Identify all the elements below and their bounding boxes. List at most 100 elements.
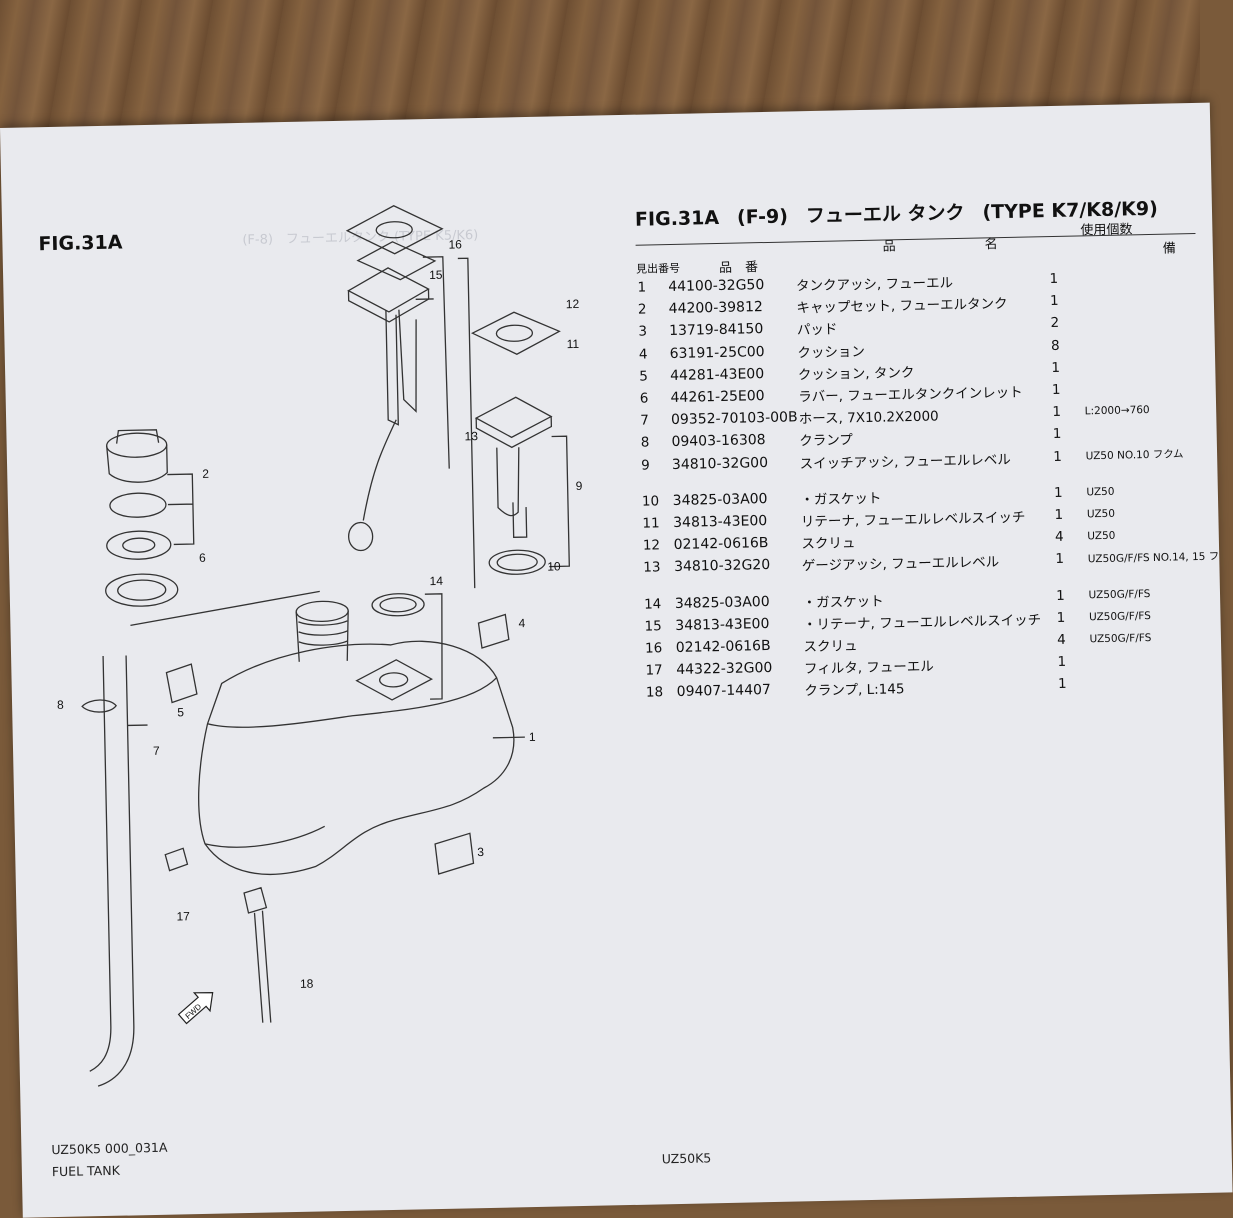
label-7: 7	[153, 744, 160, 758]
label-18: 18	[300, 977, 314, 991]
label-1: 1	[529, 730, 536, 744]
cell-no: 2	[637, 301, 647, 318]
label-11: 11	[567, 337, 580, 351]
cell-remark: UZ50	[1087, 529, 1116, 543]
cell-part: 34813-43E00	[673, 512, 768, 531]
cell-qty: 4	[1056, 631, 1066, 648]
footer-model: UZ50K5	[661, 1150, 712, 1167]
cell-name: ・ガスケット	[800, 490, 882, 509]
cell-remark	[1084, 376, 1216, 401]
cell-qty: 1	[1049, 270, 1059, 288]
cell-remark: UZ50	[1086, 485, 1115, 499]
cell-qty: 1	[1052, 404, 1062, 421]
cell-part: 02142-0616B	[675, 637, 771, 656]
cell-no: 9	[641, 457, 650, 474]
cell-remark: L:2000→760	[1084, 404, 1150, 418]
cell-remark	[1090, 648, 1222, 673]
cell-qty: 1	[1054, 506, 1064, 523]
label-9: 9	[575, 479, 582, 493]
cell-part: 34813-43E00	[675, 615, 770, 634]
cell-part: 09352-70103-00B	[670, 409, 798, 429]
cell-part: 44322-32G00	[676, 660, 773, 679]
label-5: 5	[177, 705, 184, 719]
cell-remark	[1084, 353, 1216, 378]
label-3: 3	[477, 845, 484, 859]
cell-remark: UZ50G/F/FS	[1089, 631, 1152, 646]
cell-qty: 1	[1053, 484, 1063, 501]
cell-remark: UZ50G/F/FS	[1088, 587, 1151, 601]
label-8: 8	[57, 698, 64, 712]
label-10: 10	[547, 559, 561, 573]
cell-remark	[1083, 309, 1215, 334]
cell-qty: 1	[1049, 293, 1059, 310]
header-remarks: 備	[1162, 241, 1176, 257]
cell-no: 1	[637, 279, 647, 296]
cell-name: クランプ, L:145	[804, 681, 905, 700]
cell-qty: 8	[1050, 337, 1060, 354]
cell-no: 4	[638, 346, 648, 363]
fuel-tank-shape	[198, 640, 515, 876]
cell-no: 17	[645, 662, 663, 679]
cell-qty: 1	[1055, 551, 1065, 568]
header-ref-no: 見出番号	[635, 261, 681, 276]
cell-part: 34810-32G20	[673, 557, 771, 576]
cell-no: 3	[638, 323, 648, 341]
label-13: 13	[464, 429, 478, 443]
cell-qty: 2	[1050, 315, 1060, 332]
label-12: 12	[566, 297, 580, 311]
cell-remark	[1090, 670, 1222, 695]
cell-no: 14	[643, 595, 662, 613]
cell-no: 8	[640, 434, 650, 452]
cell-no: 10	[641, 493, 660, 510]
cell-qty: 1	[1056, 609, 1066, 626]
cell-remark	[1083, 331, 1215, 356]
cell-qty: 1	[1053, 448, 1063, 465]
cell-part: 34825-03A00	[674, 593, 770, 612]
cell-part: 09407-14407	[676, 682, 772, 701]
forward-arrow-icon	[177, 992, 214, 1025]
label-14: 14	[429, 574, 443, 588]
manual-page: FIG.31A (F-8) フューエルタンク (TYPE K5/K6)	[0, 102, 1233, 1218]
cell-qty: 1	[1052, 426, 1062, 443]
cell-part: 13719-84150	[669, 321, 764, 340]
label-6: 6	[199, 551, 206, 565]
cell-no: 15	[644, 617, 662, 635]
fuel-tank-exploded-diagram: 16 15 12 11 13 9 10 14 2 6 4 5 8 7 1 3 1…	[57, 205, 583, 1087]
cell-qty: 1	[1057, 653, 1067, 671]
footer-code: UZ50K5 000_031A	[51, 1139, 168, 1158]
cell-no: 16	[644, 640, 663, 657]
cell-part: 63191-25C00	[669, 343, 765, 362]
cell-part: 09403-16308	[671, 432, 766, 451]
cell-remark: UZ50 NO.10 フクム	[1085, 448, 1184, 463]
label-2: 2	[202, 467, 209, 481]
cell-no: 11	[642, 515, 660, 532]
cell-name: ・ガスケット	[802, 593, 884, 611]
header-rule	[635, 232, 1196, 246]
label-16: 16	[448, 237, 462, 251]
label-4: 4	[518, 616, 525, 630]
footer-name: FUEL TANK	[51, 1162, 120, 1180]
cell-no: 7	[640, 412, 650, 429]
cell-no: 6	[639, 390, 649, 407]
cell-no: 13	[643, 559, 661, 576]
cell-remark: UZ50G/F/FS NO.14, 15 フ	[1087, 550, 1220, 566]
cell-remark	[1085, 420, 1217, 445]
cell-qty: 1	[1056, 587, 1065, 604]
label-17: 17	[176, 909, 190, 923]
cell-qty: 1	[1051, 359, 1061, 376]
cell-qty: 1	[1057, 676, 1067, 693]
cell-remark: UZ50	[1086, 507, 1116, 521]
cell-part: 02142-0616B	[673, 535, 769, 554]
cell-remark	[1082, 287, 1214, 312]
cell-no: 5	[639, 368, 649, 385]
cell-qty: 4	[1054, 528, 1064, 546]
cell-remark: UZ50G/F/FS	[1088, 609, 1151, 624]
header-part-no: 品 番	[718, 260, 759, 276]
header-part-name-1: 品	[882, 239, 896, 255]
cell-part: 34825-03A00	[672, 490, 768, 509]
cell-qty: 1	[1051, 381, 1061, 399]
cell-remark	[1082, 265, 1214, 290]
cell-no: 18	[645, 684, 664, 701]
label-15: 15	[429, 268, 443, 282]
